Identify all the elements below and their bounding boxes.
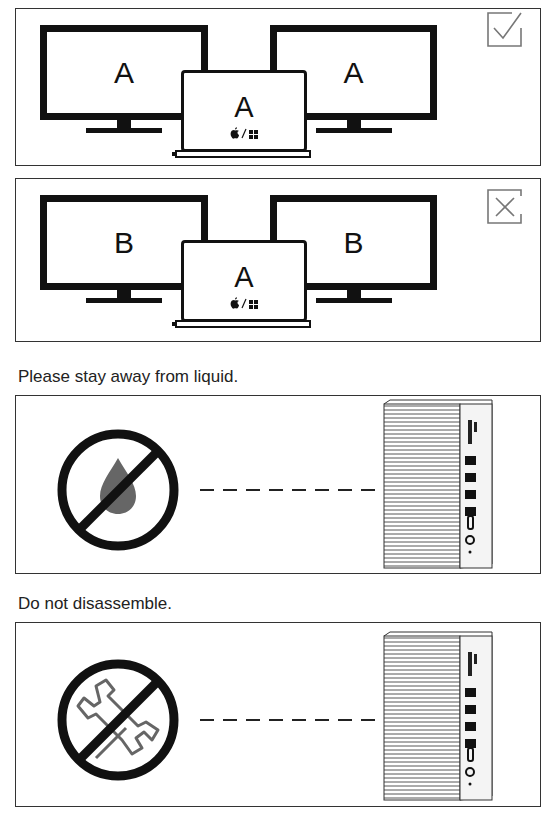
os-logos (229, 297, 259, 309)
no-liquid-sign (62, 434, 174, 546)
panel (16, 179, 541, 342)
monitor-base (316, 128, 392, 133)
monitor-stand (347, 120, 361, 128)
monitor-stand (117, 290, 131, 298)
panel (16, 623, 541, 807)
screen-letter: A (234, 263, 253, 292)
laptop-tab (172, 152, 177, 156)
screen-letter: B (343, 228, 363, 258)
laptop-tab (172, 322, 177, 326)
caption-note: Do not disassemble. (18, 594, 172, 614)
dashed-line (200, 489, 378, 491)
monitor-base (86, 128, 162, 133)
check-icon (488, 13, 521, 46)
screen-letter: B (114, 228, 134, 258)
monitor-base (86, 298, 162, 303)
os-logos (229, 127, 259, 139)
panel (16, 396, 541, 574)
dashed-line (200, 719, 378, 721)
caption-note: Please stay away from liquid. (18, 367, 238, 387)
monitor-base (316, 298, 392, 303)
docking-station (384, 400, 492, 568)
monitor-stand (117, 120, 131, 128)
screen-letter: A (343, 58, 363, 88)
panel (16, 9, 541, 166)
no-disassemble-sign (62, 664, 174, 776)
screen-letter: A (234, 93, 253, 122)
screen-letter: A (114, 58, 134, 88)
laptop-screen: A (181, 240, 307, 322)
monitor-stand (347, 290, 361, 298)
cross-icon (488, 190, 521, 223)
docking-station (384, 632, 492, 800)
laptop-screen: A (181, 70, 307, 152)
